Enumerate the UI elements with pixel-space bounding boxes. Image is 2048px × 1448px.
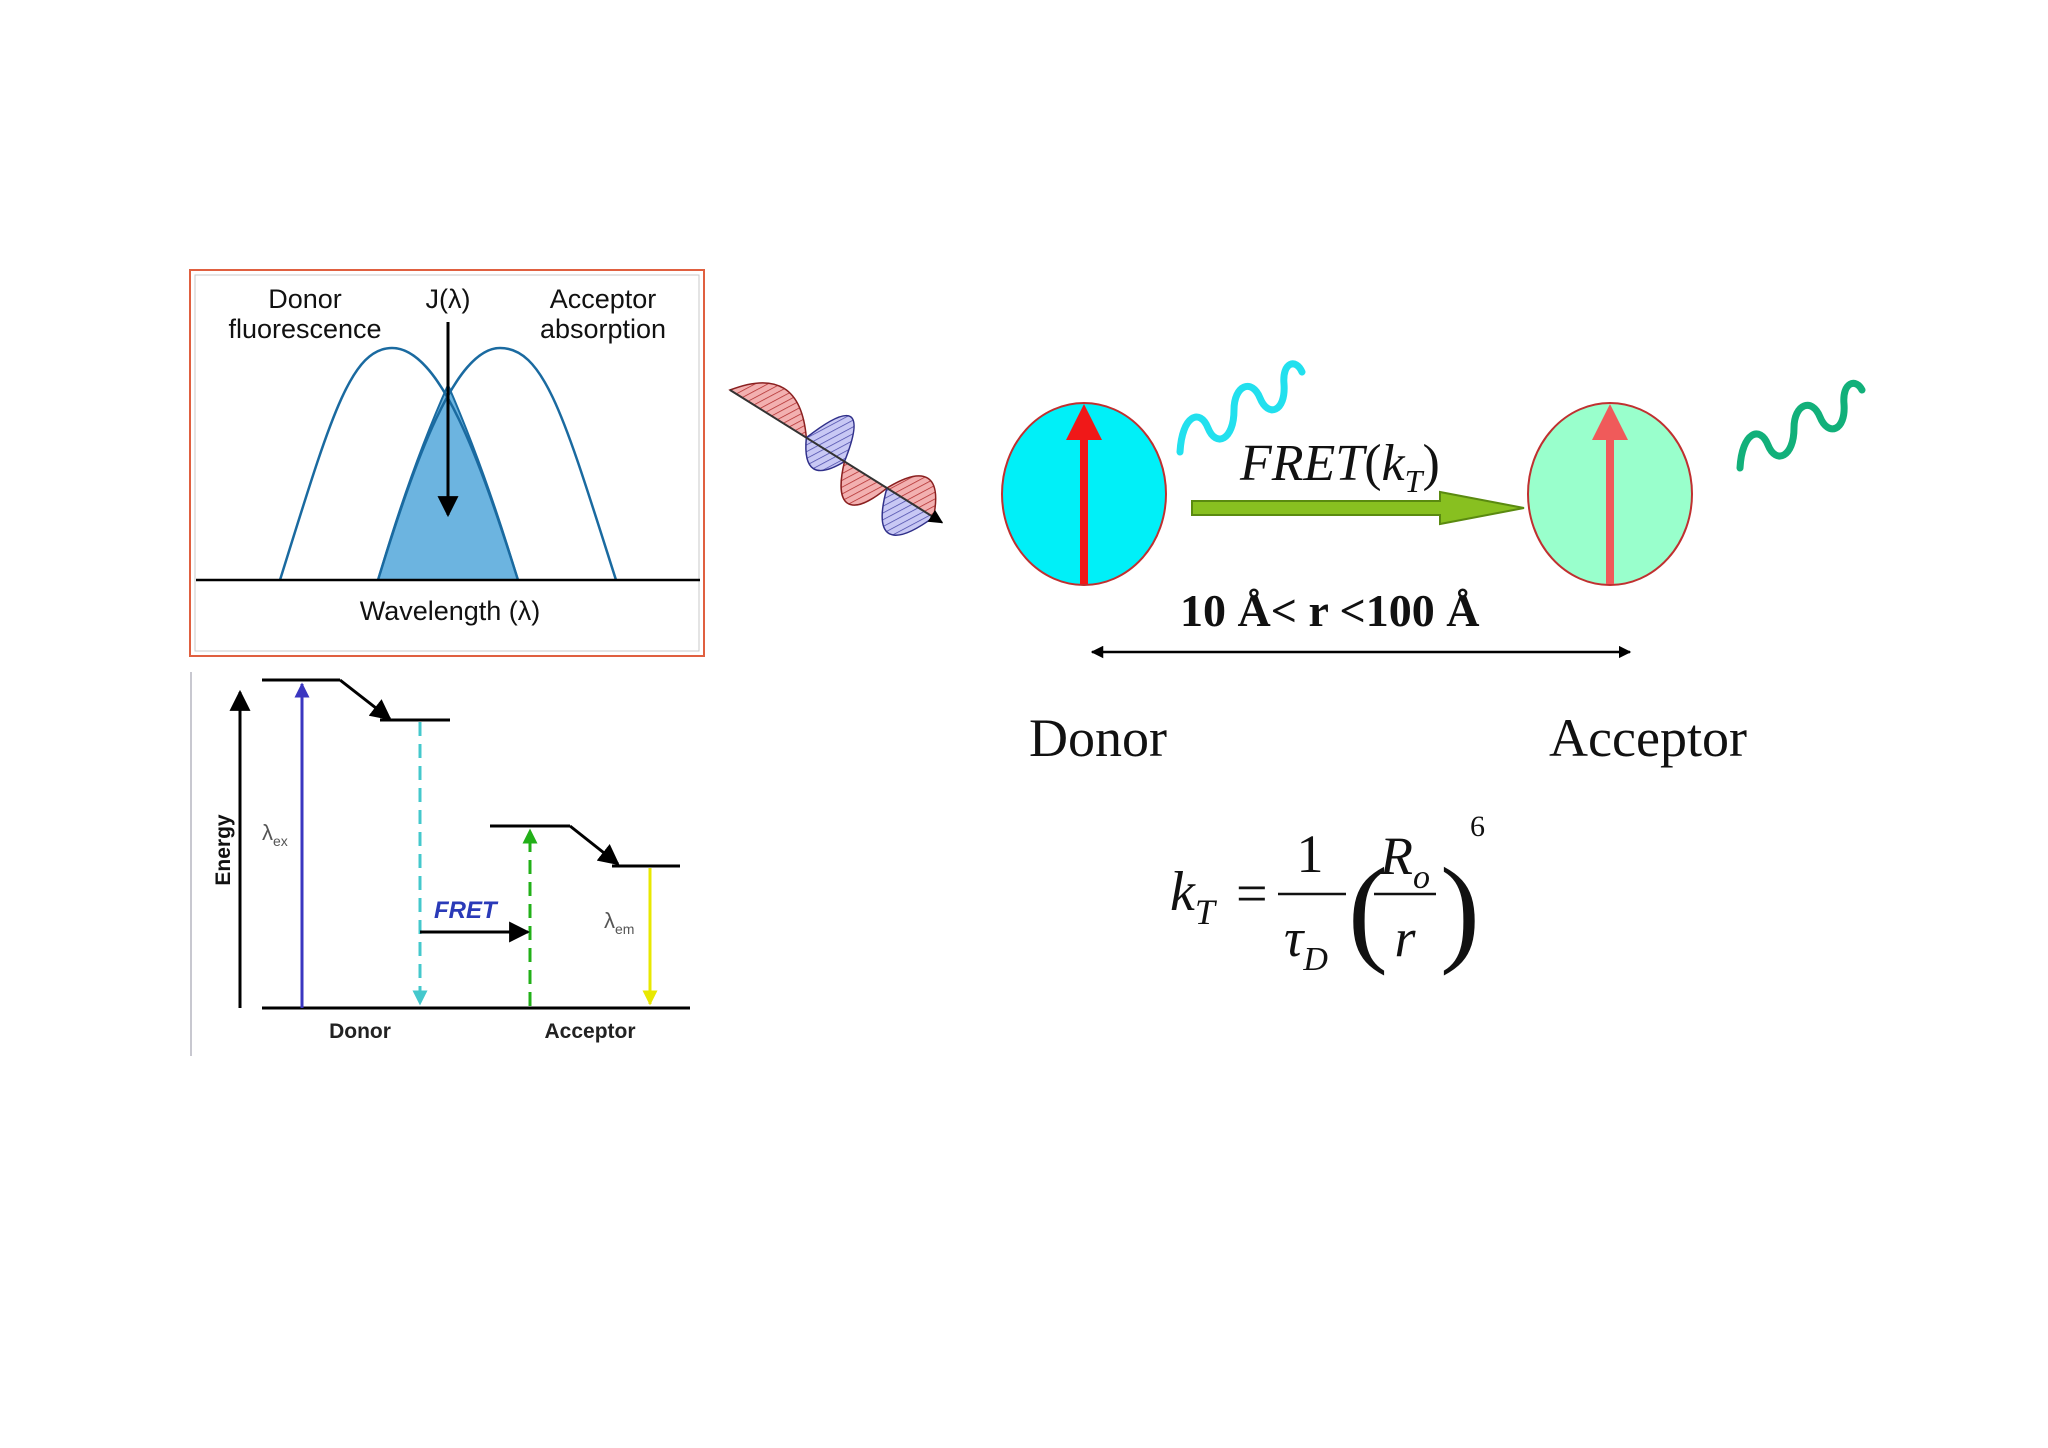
emission-label: λem <box>604 908 634 937</box>
energy-axis-label: Energy <box>212 814 235 886</box>
donor-dipole-arrowhead <box>1066 404 1102 440</box>
wavelength-axis-label: Wavelength (λ) <box>360 596 541 626</box>
formula-exponent: 6 <box>1470 810 1485 843</box>
acceptor-label-line2: absorption <box>540 314 666 344</box>
formula-open-paren: ( <box>1348 843 1388 976</box>
overlap-label: J(λ) <box>426 284 471 314</box>
transfer-arrow <box>1191 490 1525 526</box>
formula-equals: = <box>1236 863 1268 925</box>
donor-label-line2: fluorescence <box>228 314 381 344</box>
formula-close-paren: ) <box>1440 843 1480 976</box>
distance-range-label: 10 Å< r <100 Å <box>1180 585 1480 636</box>
acceptor-relaxation-arrow <box>569 824 620 866</box>
acceptor-axis-label: Acceptor <box>544 1020 635 1043</box>
excitation-label: λex <box>262 820 288 849</box>
formula-ratio-denominator: r <box>1394 908 1416 968</box>
donor-axis-label: Donor <box>329 1020 391 1043</box>
light-wave-icon <box>728 382 944 536</box>
donor-label-line1: Donor <box>268 284 342 314</box>
acceptor-label-line1: Acceptor <box>550 284 657 314</box>
fret-transfer-schematic: FRET(kT) 10 Å< r <100 Å Donor Acceptor <box>1001 360 1866 768</box>
donor-emission-wave-icon <box>1176 360 1306 456</box>
fret-rate-label: FRET(kT) <box>1239 435 1440 499</box>
acceptor-dipole-arrowhead <box>1592 404 1628 440</box>
donor-fluorescence-curve <box>278 346 520 581</box>
acceptor-emission-wave-icon <box>1736 379 1866 472</box>
formula-denominator: τD <box>1284 908 1328 978</box>
formula-numerator: 1 <box>1297 824 1324 884</box>
fret-rate-formula: kT = 1 τD ( Ro r ) 6 <box>1170 810 1485 978</box>
donor-relaxation-arrow <box>339 678 392 721</box>
spectral-overlap-panel: Donor fluorescence J(λ) Acceptor absorpt… <box>189 269 705 657</box>
donor-label: Donor <box>1029 708 1167 768</box>
acceptor-label: Acceptor <box>1549 708 1747 768</box>
fret-label: FRET <box>434 897 499 924</box>
panel-inner-border <box>194 274 700 652</box>
formula-lhs: kT <box>1170 861 1218 932</box>
energy-level-diagram: Energy λex FRET λem Donor Acceptor <box>190 672 690 1056</box>
formula-ratio-numerator: Ro <box>1379 826 1430 896</box>
acceptor-absorption-curve <box>376 346 618 581</box>
